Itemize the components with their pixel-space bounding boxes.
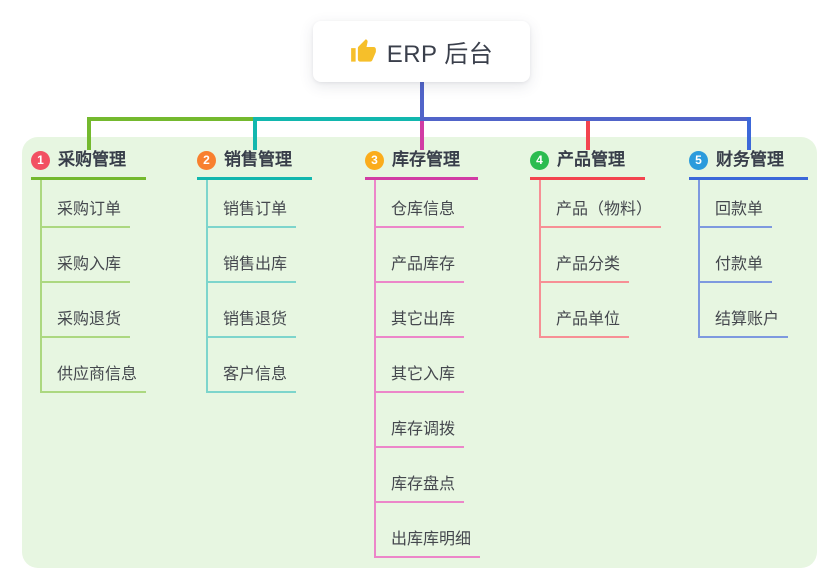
child-node[interactable]: 出库库明细	[376, 503, 481, 558]
branch-children: 采购订单采购入库采购退货供应商信息	[40, 180, 147, 393]
child-node-label: 库存盘点	[376, 475, 465, 503]
child-node[interactable]: 采购订单	[42, 180, 131, 228]
child-node-label: 采购退货	[42, 310, 131, 338]
branch-title: 产品管理	[557, 150, 625, 169]
child-node[interactable]: 销售出库	[208, 228, 297, 283]
branch-number-badge: 4	[530, 150, 549, 170]
child-node-label: 产品（物料）	[541, 200, 662, 228]
branch-drop-line-4	[585, 121, 590, 150]
child-node[interactable]: 供应商信息	[42, 338, 147, 393]
branch-children: 仓库信息产品库存其它出库其它入库库存调拨库存盘点出库库明细	[374, 180, 481, 558]
child-node-label: 出库库明细	[376, 530, 481, 558]
child-node-label: 销售退货	[208, 310, 297, 338]
child-node-label: 回款单	[700, 200, 773, 228]
child-node-label: 销售订单	[208, 200, 297, 228]
branch-drop-line-2	[252, 117, 257, 150]
root-node[interactable]: ERP 后台	[313, 21, 530, 82]
child-node[interactable]: 库存盘点	[376, 448, 465, 503]
branch-3: 3 库存管理仓库信息产品库存其它出库其它入库库存调拨库存盘点出库库明细	[365, 150, 481, 558]
branch-number-badge: 5	[689, 150, 708, 170]
child-node-label: 供应商信息	[42, 365, 147, 393]
child-node-label: 客户信息	[208, 365, 297, 393]
child-node-label: 库存调拨	[376, 420, 465, 448]
child-node[interactable]: 其它入库	[376, 338, 465, 393]
bus-segment-blue	[419, 117, 751, 121]
branch-children: 产品（物料） 产品分类产品单位	[539, 180, 662, 338]
branch-header-1[interactable]: 1 采购管理	[31, 150, 146, 180]
root-node-title: ERP 后台	[386, 41, 494, 68]
child-node[interactable]: 仓库信息	[376, 180, 465, 228]
child-node-label: 结算账户	[700, 310, 789, 338]
child-node[interactable]: 产品分类	[541, 228, 630, 283]
child-node[interactable]: 结算账户	[700, 283, 789, 338]
branch-title: 库存管理	[392, 150, 460, 169]
bus-segment-green	[86, 117, 255, 121]
child-node[interactable]: 库存调拨	[376, 393, 465, 448]
child-node[interactable]: 产品（物料）	[541, 180, 662, 228]
branch-header-5[interactable]: 5 财务管理	[689, 150, 808, 180]
child-node[interactable]: 销售退货	[208, 283, 297, 338]
child-node[interactable]: 采购退货	[42, 283, 131, 338]
branch-title: 采购管理	[58, 150, 126, 169]
branch-drop-line-3	[419, 121, 424, 150]
branch-title: 财务管理	[716, 150, 784, 169]
child-node[interactable]: 采购入库	[42, 228, 131, 283]
branch-number-badge: 1	[31, 150, 50, 170]
child-node[interactable]: 回款单	[700, 180, 773, 228]
child-node-label: 仓库信息	[376, 200, 465, 228]
child-node-label: 产品分类	[541, 255, 630, 283]
child-node-label: 其它出库	[376, 310, 465, 338]
child-node-label: 采购入库	[42, 255, 131, 283]
child-node[interactable]: 付款单	[700, 228, 773, 283]
branch-4: 4 产品管理产品（物料） 产品分类产品单位	[530, 150, 662, 338]
branch-drop-line-1	[86, 117, 91, 150]
child-node-label: 付款单	[700, 255, 773, 283]
child-node[interactable]: 客户信息	[208, 338, 297, 393]
root-stem-line	[419, 82, 424, 117]
child-node-label: 其它入库	[376, 365, 465, 393]
branch-1: 1 采购管理采购订单采购入库采购退货供应商信息	[31, 150, 147, 393]
bus-segment-teal	[252, 117, 422, 121]
branch-children: 销售订单销售出库销售退货客户信息	[206, 180, 297, 393]
branch-title: 销售管理	[224, 150, 292, 169]
branch-header-4[interactable]: 4 产品管理	[530, 150, 645, 180]
branches-background-panel	[22, 137, 817, 568]
branch-header-2[interactable]: 2 销售管理	[197, 150, 312, 180]
child-node[interactable]: 其它出库	[376, 283, 465, 338]
branch-children: 回款单付款单结算账户	[698, 180, 789, 338]
branch-number-badge: 2	[197, 150, 216, 170]
child-node-label: 产品单位	[541, 310, 630, 338]
child-node[interactable]: 销售订单	[208, 180, 297, 228]
child-node[interactable]: 产品单位	[541, 283, 630, 338]
branch-header-3[interactable]: 3 库存管理	[365, 150, 478, 180]
child-node[interactable]: 产品库存	[376, 228, 465, 283]
branch-number-badge: 3	[365, 150, 384, 170]
child-node-label: 产品库存	[376, 255, 465, 283]
child-node-label: 采购订单	[42, 200, 131, 228]
branch-2: 2 销售管理销售订单销售出库销售退货客户信息	[197, 150, 312, 393]
child-node-label: 销售出库	[208, 255, 297, 283]
thumbs-up-icon	[350, 39, 376, 62]
branch-drop-line-5	[746, 117, 751, 150]
branch-5: 5 财务管理回款单付款单结算账户	[689, 150, 808, 338]
